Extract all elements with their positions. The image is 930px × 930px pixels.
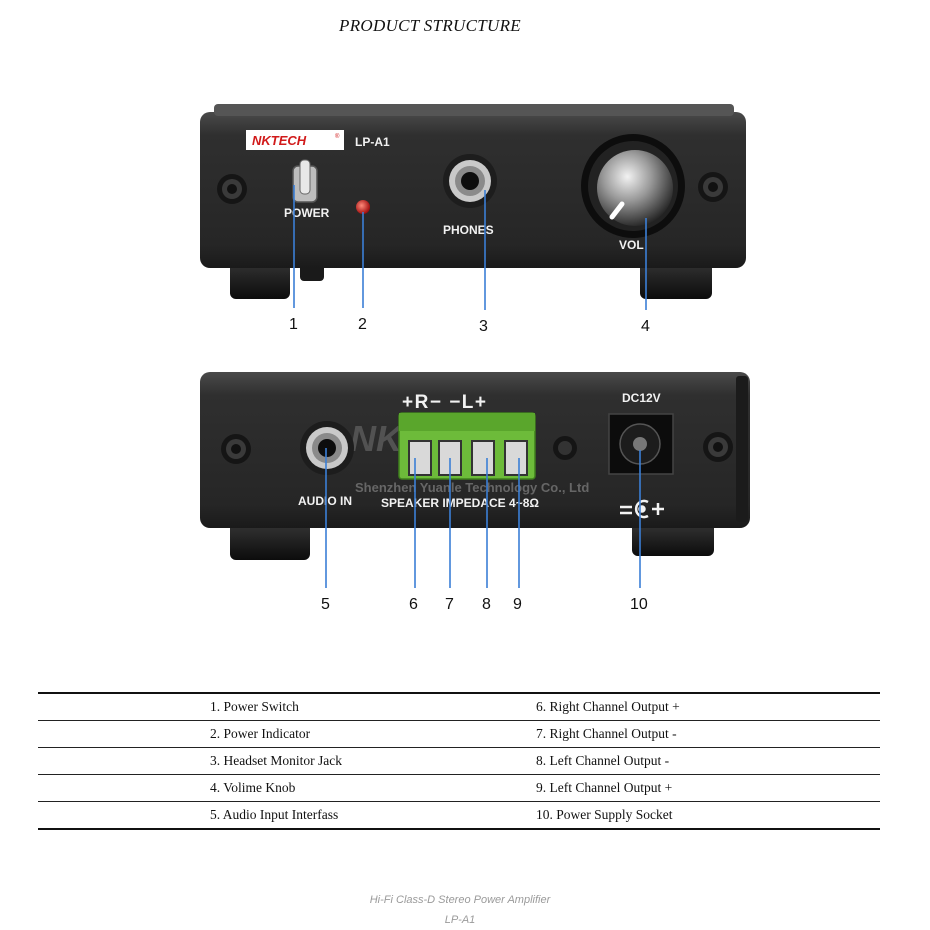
part-left: 3. Headset Monitor Jack bbox=[210, 747, 536, 775]
footer-subtitle: Hi-Fi Class-D Stereo Power Amplifier bbox=[369, 894, 551, 906]
rear-foot-left bbox=[230, 518, 310, 560]
svg-text:®: ® bbox=[335, 133, 340, 140]
callout-1: 1 bbox=[289, 316, 298, 333]
part-right: 8. Left Channel Output - bbox=[536, 747, 880, 775]
callout-8: 8 bbox=[482, 596, 491, 613]
callout-4: 4 bbox=[641, 318, 650, 335]
table-row: 2. Power Indicator 7. Right Channel Outp… bbox=[38, 720, 880, 748]
product-figure: NKTECH ® LP-A1 POWER PHO bbox=[200, 104, 750, 613]
rear-callout-lines bbox=[325, 448, 641, 588]
front-panel: NKTECH ® LP-A1 POWER PHO bbox=[200, 104, 746, 299]
part-right: 9. Left Channel Output + bbox=[536, 774, 880, 802]
terminal-left-plus[interactable] bbox=[504, 440, 528, 476]
watermark-text: Shenzhen Yuanle Technology Co., Ltd bbox=[355, 480, 589, 495]
brand-logo: NKTECH ® bbox=[246, 130, 344, 150]
table-row: 1. Power Switch 6. Right Channel Output … bbox=[38, 693, 880, 721]
parts-table: 1. Power Switch 6. Right Channel Output … bbox=[38, 692, 880, 830]
dc-power-socket[interactable] bbox=[608, 413, 674, 475]
page-title: PRODUCT STRUCTURE bbox=[339, 16, 521, 35]
screw-icon bbox=[217, 174, 247, 204]
screw-icon bbox=[698, 172, 728, 202]
front-callout-lines bbox=[293, 185, 647, 310]
screw-icon bbox=[553, 436, 577, 460]
part-right: 7. Right Channel Output - bbox=[536, 720, 880, 748]
callout-6: 6 bbox=[409, 596, 418, 613]
callout-10: 10 bbox=[630, 596, 648, 613]
part-left: 1. Power Switch bbox=[210, 693, 536, 721]
dc-label: DC12V bbox=[622, 391, 661, 405]
speaker-impedance-label: SPEAKER IMPEDACE 4~8Ω bbox=[381, 496, 539, 510]
audio-in-label: AUDIO IN bbox=[298, 494, 352, 508]
power-label: POWER bbox=[284, 206, 330, 220]
table-row: 4. Volime Knob 9. Left Channel Output + bbox=[38, 774, 880, 802]
part-right: 10. Power Supply Socket bbox=[536, 807, 673, 822]
part-left: 4. Volime Knob bbox=[210, 774, 536, 802]
rear-panel: NKTECH Shenzhen Yuanle Technology Co., L… bbox=[200, 372, 750, 560]
screw-icon bbox=[703, 432, 733, 462]
part-right: 6. Right Channel Output + bbox=[536, 693, 880, 721]
callout-2: 2 bbox=[358, 316, 367, 333]
phones-jack[interactable] bbox=[443, 154, 497, 208]
part-left: 5. Audio Input Interfass bbox=[210, 807, 339, 822]
phones-label: PHONES bbox=[443, 223, 494, 237]
callout-3: 3 bbox=[479, 318, 488, 335]
footer-model: LP-A1 bbox=[444, 914, 476, 926]
screw-icon bbox=[221, 434, 251, 464]
part-left: 2. Power Indicator bbox=[210, 720, 536, 748]
power-indicator-led bbox=[356, 200, 370, 214]
speaker-terminal-block bbox=[398, 412, 536, 480]
callout-9: 9 bbox=[513, 596, 522, 613]
terminal-left-minus[interactable] bbox=[471, 440, 495, 476]
terminal-right-plus[interactable] bbox=[408, 440, 432, 476]
svg-text:NKTECH: NKTECH bbox=[252, 133, 307, 148]
audio-in-jack[interactable] bbox=[300, 421, 354, 475]
volume-knob[interactable] bbox=[581, 134, 685, 238]
front-panel-top bbox=[214, 104, 734, 116]
speaker-polarity-label: +R− −L+ bbox=[402, 392, 488, 413]
table-row: 3. Headset Monitor Jack 8. Left Channel … bbox=[38, 747, 880, 775]
table-row: 5. Audio Input Interfass 10. Power Suppl… bbox=[38, 802, 880, 830]
vol-label: VOL bbox=[619, 238, 644, 252]
model-label: LP-A1 bbox=[355, 135, 390, 149]
callout-7: 7 bbox=[445, 596, 454, 613]
callout-5: 5 bbox=[321, 596, 330, 613]
rear-panel-edge bbox=[736, 376, 748, 522]
power-switch[interactable] bbox=[292, 159, 318, 203]
